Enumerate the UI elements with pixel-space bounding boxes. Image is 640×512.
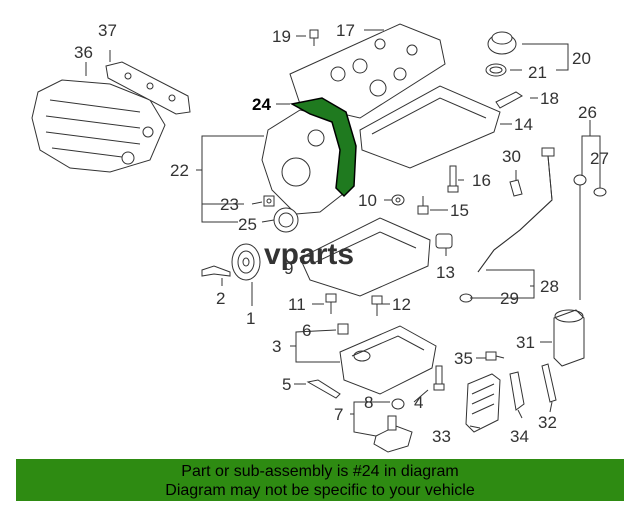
- part-dipstick-tube[interactable]: [477, 147, 555, 273]
- part-crank-pulley[interactable]: [231, 243, 261, 281]
- callout-25[interactable]: 25: [238, 215, 257, 234]
- callout-30[interactable]: 30: [502, 147, 521, 166]
- callout-7[interactable]: 7: [334, 405, 343, 424]
- callout-33[interactable]: 33: [432, 427, 451, 446]
- part-stud-16[interactable]: [447, 165, 459, 193]
- callout-20[interactable]: 20: [572, 49, 591, 68]
- info-banner: Part or sub-assembly is #24 in diagram D…: [16, 459, 624, 501]
- leader-lines: [85, 29, 601, 437]
- part-oil-filler-cap[interactable]: [487, 31, 517, 55]
- callout-37[interactable]: 37: [98, 21, 117, 40]
- callout-1[interactable]: 1: [246, 309, 255, 328]
- callout-5[interactable]: 5: [282, 375, 291, 394]
- callout-14[interactable]: 14: [514, 115, 533, 134]
- part-dipstick[interactable]: [573, 174, 587, 300]
- callout-2[interactable]: 2: [216, 289, 225, 308]
- part-oil-pan-lower[interactable]: [339, 325, 437, 395]
- callout-36[interactable]: 36: [74, 43, 93, 62]
- part-cap-seal[interactable]: [485, 63, 507, 77]
- callout-26[interactable]: 26: [578, 103, 597, 122]
- part-crank-seal[interactable]: [273, 207, 299, 233]
- callout-34[interactable]: 34: [510, 427, 529, 446]
- callout-12[interactable]: 12: [392, 295, 411, 314]
- part-bolt-35[interactable]: [485, 351, 505, 361]
- part-bracket-18[interactable]: [495, 91, 523, 109]
- part-oil-filter[interactable]: [553, 309, 585, 367]
- callout-18[interactable]: 18: [540, 89, 559, 108]
- callout-15[interactable]: 15: [450, 201, 469, 220]
- callout-31[interactable]: 31: [516, 333, 535, 352]
- callout-29[interactable]: 29: [500, 289, 519, 308]
- part-bolt-23[interactable]: [263, 195, 275, 207]
- part-bracket-34[interactable]: [509, 371, 525, 411]
- watermark-logo: vparts: [264, 238, 354, 271]
- part-mount-7[interactable]: [373, 415, 413, 453]
- callout-labels: 37 36 19 17 20 21 18 14 24 22 23 25 16 3…: [74, 21, 609, 446]
- callout-9[interactable]: 9: [284, 259, 293, 278]
- callout-10[interactable]: 10: [358, 191, 377, 210]
- part-cam-cover[interactable]: [359, 85, 501, 169]
- part-bolt-4[interactable]: [433, 365, 445, 391]
- part-timing-cover-gasket-highlighted[interactable]: [289, 97, 357, 198]
- part-valve-cover[interactable]: [289, 23, 446, 119]
- callout-16[interactable]: 16: [472, 171, 491, 190]
- part-drain-plug-6[interactable]: [337, 323, 349, 335]
- part-manifold-gasket[interactable]: [105, 61, 191, 115]
- callout-24-highlighted[interactable]: 24: [252, 95, 271, 114]
- banner-line-2: Diagram may not be specific to your vehi…: [165, 482, 475, 499]
- callout-23[interactable]: 23: [220, 195, 239, 214]
- callout-28[interactable]: 28: [540, 277, 559, 296]
- part-washer-10[interactable]: [391, 194, 405, 206]
- part-oil-level-sensor[interactable]: [435, 233, 453, 249]
- part-intake-manifold[interactable]: [31, 79, 166, 173]
- callout-8[interactable]: 8: [364, 393, 373, 412]
- callout-21[interactable]: 21: [528, 63, 547, 82]
- part-bolt-11[interactable]: [325, 293, 337, 314]
- callout-11[interactable]: 11: [288, 295, 306, 314]
- part-bolt-19[interactable]: [309, 29, 319, 46]
- part-bolt-2[interactable]: [201, 265, 231, 277]
- part-oil-pan-upper[interactable]: [299, 217, 431, 297]
- part-oring-8[interactable]: [391, 398, 405, 410]
- part-oil-cooler[interactable]: [465, 373, 501, 433]
- callout-13[interactable]: 13: [436, 263, 455, 282]
- banner-line-1: Part or sub-assembly is #24 in diagram: [181, 463, 459, 480]
- part-tube-32[interactable]: [541, 363, 557, 403]
- callout-6[interactable]: 6: [302, 321, 311, 340]
- part-bolt-15[interactable]: [417, 196, 429, 215]
- callout-35[interactable]: 35: [454, 349, 473, 368]
- part-bolt-12[interactable]: [371, 295, 383, 316]
- callout-19[interactable]: 19: [272, 27, 291, 46]
- callout-22[interactable]: 22: [170, 161, 189, 180]
- part-oring-27[interactable]: [593, 187, 607, 197]
- part-clip-30[interactable]: [509, 179, 523, 197]
- callout-3[interactable]: 3: [272, 337, 281, 356]
- part-sensor-5[interactable]: [306, 379, 341, 399]
- callout-17[interactable]: 17: [336, 21, 355, 40]
- callout-27[interactable]: 27: [590, 149, 609, 168]
- callout-4[interactable]: 4: [414, 393, 423, 412]
- callout-32[interactable]: 32: [538, 413, 557, 432]
